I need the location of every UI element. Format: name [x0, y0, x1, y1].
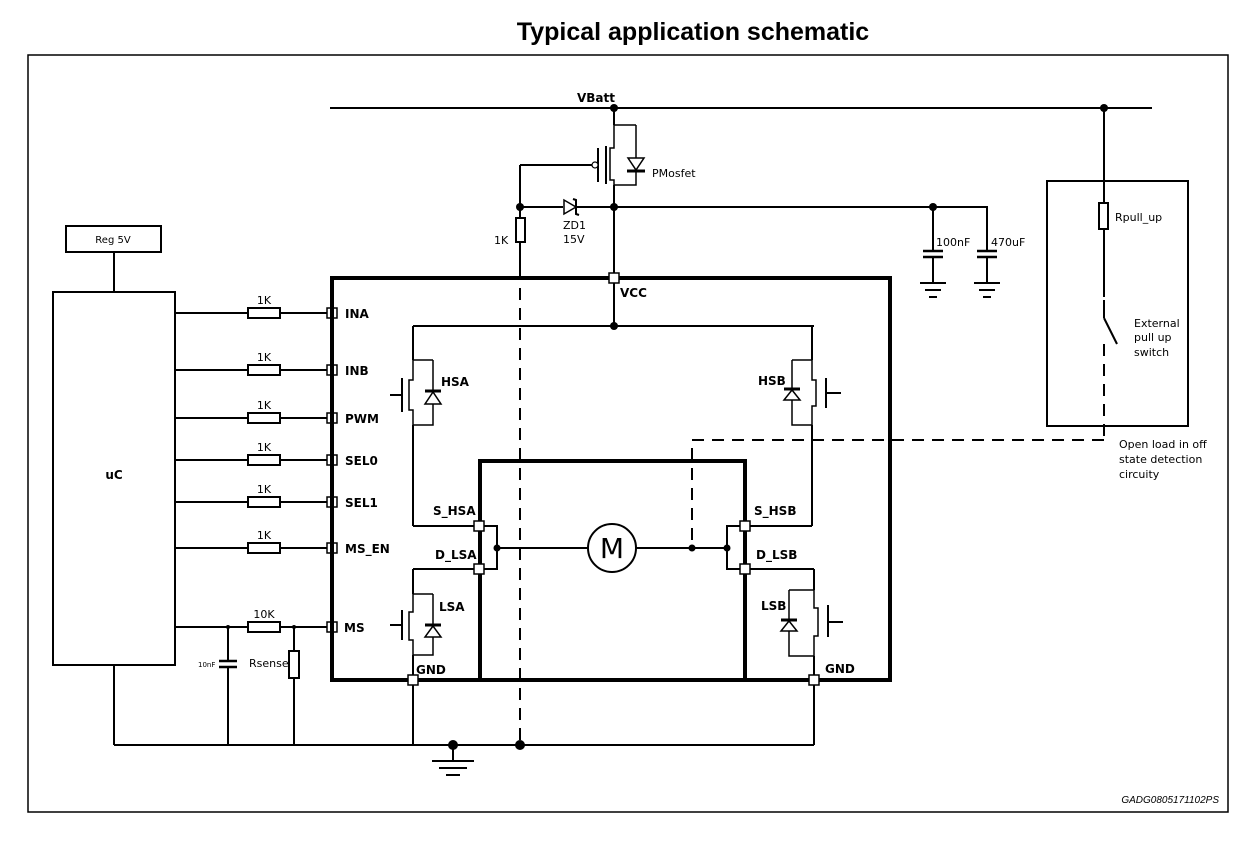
- gate-resistor-label: 1K: [494, 234, 509, 247]
- pin-s-hsb: [739, 520, 751, 532]
- input-resistor-label: 1K: [257, 351, 272, 364]
- gate-network: 1K ZD1 15V: [494, 165, 988, 268]
- input-pin-label: SEL0: [345, 454, 378, 468]
- input-ms-en: 1K MS_EN: [175, 529, 390, 557]
- input-resistor-label: 1K: [257, 529, 272, 542]
- s-hsa-label: S_HSA: [433, 504, 476, 519]
- switch-label-1: External: [1134, 317, 1180, 330]
- s-hsb-label: S_HSB: [754, 504, 796, 519]
- controller: Reg 5V uC: [52, 225, 176, 745]
- input-pin-label: MS_EN: [345, 542, 390, 557]
- input-resistor: [247, 364, 281, 376]
- pmosfet-label: PMosfet: [652, 167, 696, 180]
- input-pin-label: INB: [345, 364, 369, 378]
- gnd-b-label: GND: [825, 662, 855, 676]
- page-title: Typical application schematic: [516, 18, 870, 46]
- input-resistor-label: 1K: [257, 441, 272, 454]
- lsa-label: LSA: [439, 600, 465, 614]
- vcc-label: VCC: [620, 286, 647, 300]
- sense-network: 10nF Rsense: [198, 625, 300, 745]
- gnd-a-label: GND: [416, 663, 446, 677]
- input-pin-label: INA: [345, 307, 370, 321]
- input-pwm: 1K PWM: [175, 399, 379, 426]
- input-ms: 10K MS: [175, 608, 365, 635]
- input-inb: 1K INB: [175, 351, 369, 378]
- switch-label-2: pull up: [1134, 331, 1172, 344]
- cap2-label: 470uF: [991, 236, 1025, 249]
- frame-border: [27, 54, 1229, 813]
- pin-d-lsb: [739, 563, 751, 575]
- input-resistor-label: 10K: [253, 608, 275, 621]
- pin-vcc: [608, 272, 620, 284]
- regulator-label: Reg 5V: [95, 235, 131, 246]
- hsa-label: HSA: [441, 375, 470, 389]
- input-resistor: [247, 621, 281, 633]
- pin-gnd-a: [407, 674, 419, 686]
- openload-dashed-line: [691, 439, 1104, 548]
- input-resistor-label: 1K: [257, 399, 272, 412]
- input-resistor-label: 1K: [257, 294, 272, 307]
- input-ina: 1K INA: [175, 294, 370, 321]
- rpull-resistor: [1098, 202, 1109, 230]
- input-pin-label: MS: [344, 621, 365, 635]
- input-sel0: 1K SEL0: [175, 441, 378, 468]
- ground-bus: [114, 680, 815, 776]
- bulk-capacitors: 100nF 470uF: [920, 207, 1025, 298]
- input-resistor: [247, 412, 281, 424]
- driver-ic: VCC HSA: [330, 272, 892, 686]
- rsense-resistor: [288, 650, 300, 679]
- zener-value: 15V: [563, 233, 585, 246]
- rpull-label: Rpull_up: [1115, 211, 1162, 224]
- openload-label-2: state detection: [1119, 453, 1202, 466]
- zener-diode: [563, 198, 578, 216]
- input-pin-label: PWM: [345, 412, 379, 426]
- ic-outline: [330, 276, 892, 682]
- input-pin-label: SEL1: [345, 496, 378, 510]
- input-sel1: 1K SEL1: [175, 483, 378, 510]
- pin-d-lsa: [473, 563, 485, 575]
- motor-label: M: [600, 532, 624, 565]
- vbatt-label: VBatt: [577, 91, 615, 105]
- d-lsb-label: D_LSB: [756, 548, 797, 563]
- input-lines: 1K INA 1K INB 1K PWM 1K SEL0 1K SEL1 1K MS_EN 10K MS: [175, 294, 390, 635]
- openload-label-3: circuity: [1119, 468, 1160, 481]
- zener-name: ZD1: [563, 219, 586, 232]
- openload-label-1: Open load in off: [1119, 438, 1207, 451]
- uc-box: [52, 291, 176, 666]
- input-resistor: [247, 542, 281, 554]
- vbatt-rail: VBatt: [330, 91, 1152, 112]
- cap1-label: 100nF: [936, 236, 970, 249]
- lsb-mosfet: LSB: [750, 568, 843, 680]
- switch-label-3: switch: [1134, 346, 1169, 359]
- hsb-label: HSB: [758, 374, 786, 388]
- rsense-label: Rsense: [249, 657, 289, 670]
- pin-gnd-b: [808, 674, 820, 686]
- input-resistor: [247, 496, 281, 508]
- reference-code: GADG0805171102PS: [1121, 795, 1219, 806]
- pmosfet-symbol: PMosfet: [520, 108, 696, 278]
- external-pullup: Rpull_up External pull up switch Open lo…: [1046, 108, 1207, 481]
- input-resistor-label: 1K: [257, 483, 272, 496]
- hsa-mosfet: HSA: [390, 326, 475, 527]
- input-resistor: [247, 454, 281, 466]
- switch-symbol: [1103, 317, 1118, 345]
- gate-resistor: [515, 217, 526, 243]
- hsb-mosfet: HSB: [750, 326, 841, 527]
- lsb-label: LSB: [761, 599, 786, 613]
- d-lsa-label: D_LSA: [435, 548, 477, 563]
- uc-label: uC: [105, 468, 123, 482]
- pin-s-hsa: [473, 520, 485, 532]
- sense-cap-label: 10nF: [198, 661, 215, 669]
- input-resistor: [247, 307, 281, 319]
